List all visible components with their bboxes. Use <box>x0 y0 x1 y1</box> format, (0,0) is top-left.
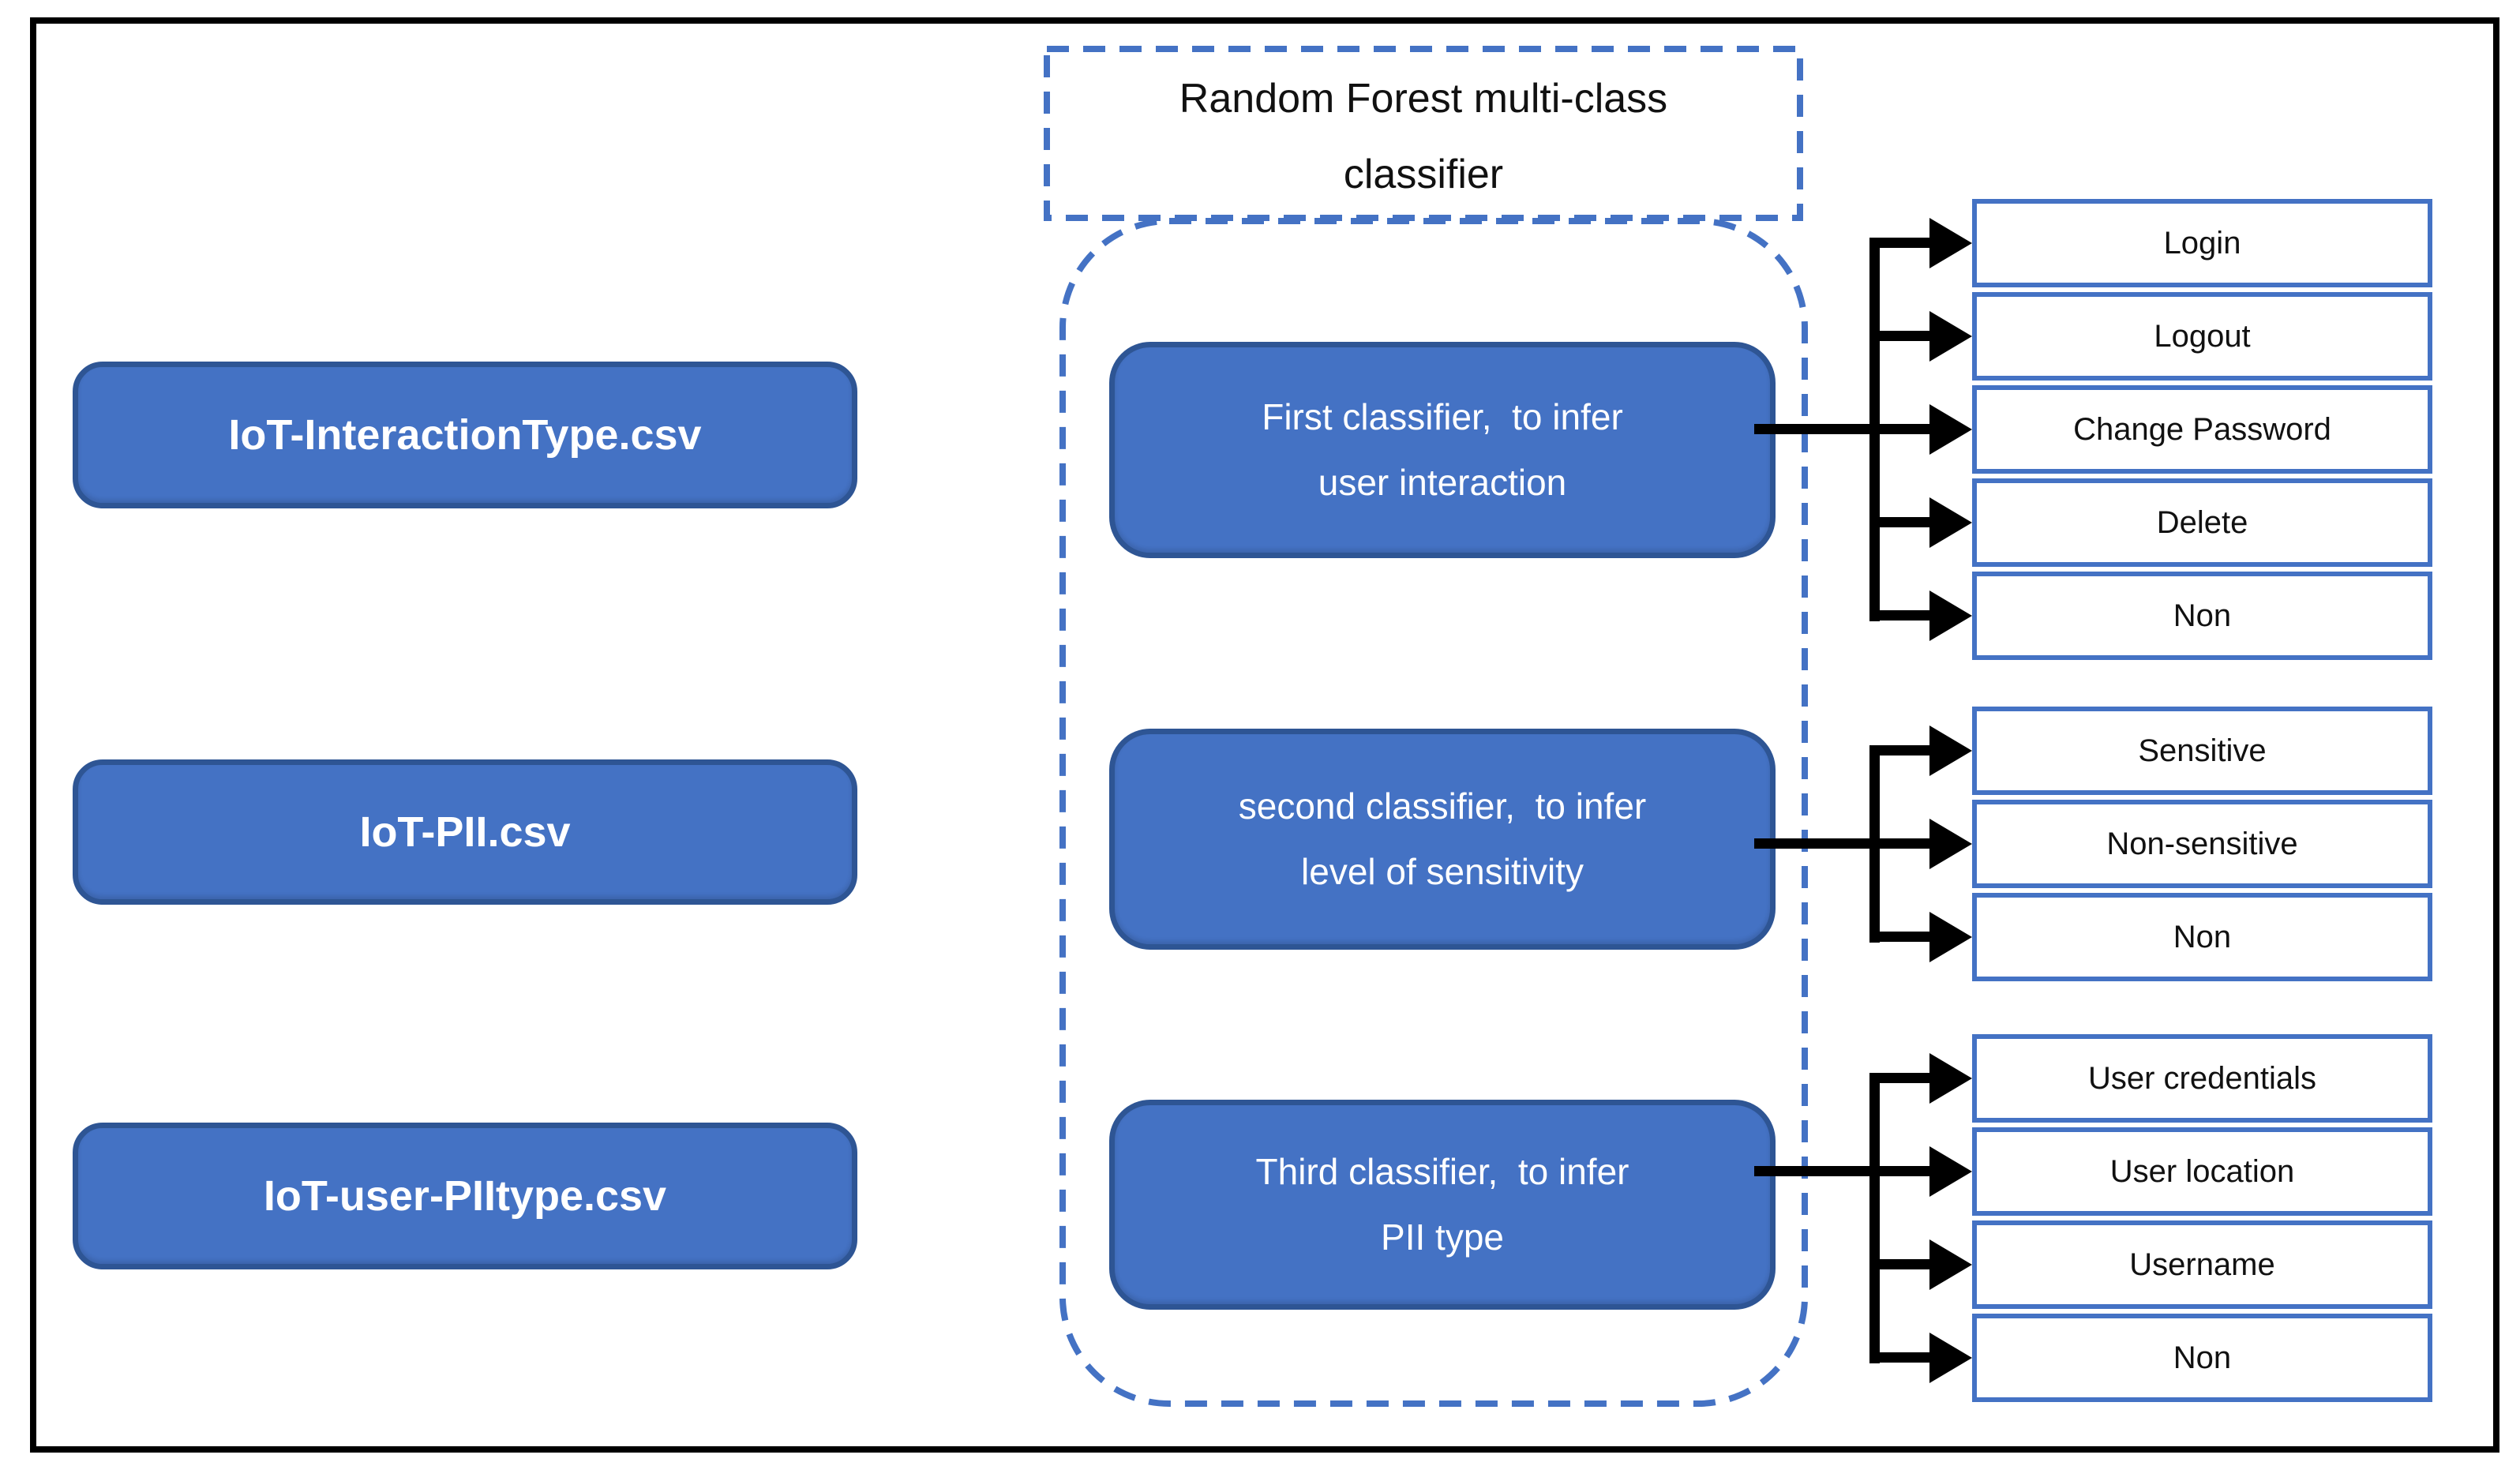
classifier-box-third: Third classifier, to infer PII type <box>1109 1100 1776 1310</box>
arrow-line <box>1754 1166 1933 1176</box>
arrowhead-icon <box>1929 591 1972 641</box>
input-file-box-pii: IoT-PII.csv <box>73 759 857 905</box>
diagram-title: Random Forest multi-class classifier <box>1179 75 1668 197</box>
output-class-box: Logout <box>1972 292 2432 381</box>
arrow-trunk <box>1869 1073 1880 1363</box>
output-class-box: Login <box>1972 199 2432 287</box>
arrow-line <box>1754 838 1933 849</box>
arrowhead-icon <box>1929 1239 1972 1290</box>
output-class-box: Change Password <box>1972 385 2432 474</box>
output-stack-pii-type: User credentials User location Username … <box>1972 1034 2432 1402</box>
output-class-box: Non <box>1972 1314 2432 1402</box>
output-class-box: User credentials <box>1972 1034 2432 1123</box>
arrowhead-icon <box>1929 404 1972 455</box>
classifier-box-first: First classifier, to infer user interact… <box>1109 342 1776 558</box>
arrow-line <box>1869 932 1933 942</box>
output-class-box: Non <box>1972 893 2432 981</box>
output-class-box: User location <box>1972 1127 2432 1216</box>
arrowhead-icon <box>1929 311 1972 362</box>
arrow-trunk <box>1869 745 1880 943</box>
arrow-line <box>1754 424 1933 434</box>
arrow-line <box>1869 1259 1933 1269</box>
output-stack-interaction: Login Logout Change Password Delete Non <box>1972 199 2432 660</box>
arrow-line <box>1869 238 1933 248</box>
arrow-line <box>1869 1073 1933 1083</box>
input-file-box-user-piitype: IoT-user-PIItype.csv <box>73 1123 857 1269</box>
arrowhead-icon <box>1929 912 1972 962</box>
arrowhead-icon <box>1929 819 1972 869</box>
arrow-line <box>1869 517 1933 527</box>
outer-frame <box>30 17 2499 1453</box>
output-class-box: Non-sensitive <box>1972 800 2432 888</box>
title-box-outline <box>1044 46 1803 221</box>
arrow-trunk <box>1869 238 1880 621</box>
arrowhead-icon <box>1929 1053 1972 1104</box>
output-stack-sensitivity: Sensitive Non-sensitive Non <box>1972 707 2432 981</box>
arrowhead-icon <box>1929 726 1972 776</box>
arrowhead-icon <box>1929 218 1972 268</box>
arrowhead-icon <box>1929 1146 1972 1197</box>
arrow-line <box>1869 610 1933 621</box>
output-class-box: Sensitive <box>1972 707 2432 795</box>
arrow-line <box>1869 1352 1933 1363</box>
output-class-box: Delete <box>1972 478 2432 567</box>
output-class-box: Username <box>1972 1220 2432 1309</box>
arrowhead-icon <box>1929 497 1972 548</box>
classifier-box-second: second classifier, to infer level of sen… <box>1109 729 1776 950</box>
arrowhead-icon <box>1929 1333 1972 1383</box>
arrow-line <box>1869 745 1933 755</box>
input-file-box-interactiontype: IoT-InteractionType.csv <box>73 362 857 508</box>
output-class-box: Non <box>1972 572 2432 660</box>
arrow-line <box>1869 331 1933 341</box>
